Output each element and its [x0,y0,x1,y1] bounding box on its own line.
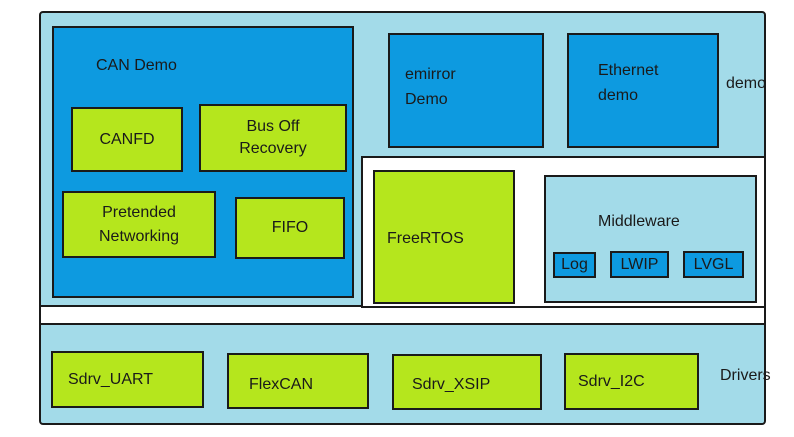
emirror-demo-block [388,33,544,148]
ethernet-label-line2: demo [598,87,639,104]
fifo-label: FIFO [271,219,309,236]
log-label: Log [561,256,588,273]
can-demo-title: CAN Demo [96,57,177,74]
lwip-box: LWIP [610,251,669,278]
freertos-block [373,170,515,304]
pretended-networking-box: Pretended Networking [62,191,216,258]
bus-off-recovery-box: Bus Off Recovery [199,104,347,172]
pretended-label-line2: Networking [98,227,180,245]
log-box: Log [553,252,596,278]
fifo-box: FIFO [235,197,345,259]
demo-layer-label: demo [726,75,767,92]
pretended-label-line1: Pretended [102,203,176,221]
lwip-label: LWIP [620,255,659,273]
sdrv-i2c-label: Sdrv_I2C [578,373,645,390]
sdrv-uart-block [51,351,204,408]
lvgl-label: LVGL [693,255,734,273]
separator-band [41,305,764,325]
ethernet-label-line1: Ethernet [598,62,659,79]
sdrv-i2c-block [564,353,699,410]
bus-off-label-line1: Bus Off [246,118,300,135]
flexcan-label: FlexCAN [249,376,314,393]
flexcan-block [227,353,369,409]
middleware-block [544,175,757,303]
sdrv-xsip-label: Sdrv_XSIP [412,376,491,393]
emirror-label-line2: Demo [405,91,448,108]
drivers-layer-label: Drivers [720,367,771,384]
canfd-label: CANFD [99,130,155,148]
bus-off-label-line2: Recovery [239,140,307,157]
freertos-label: FreeRTOS [387,230,464,247]
canfd-box: CANFD [71,107,183,172]
sdrv-uart-label: Sdrv_UART [68,371,154,388]
middleware-title: Middleware [598,213,680,230]
sdrv-xsip-block [392,354,542,410]
emirror-label-line1: emirror [405,66,456,83]
lvgl-box: LVGL [683,251,744,278]
ethernet-demo-block [567,33,719,148]
